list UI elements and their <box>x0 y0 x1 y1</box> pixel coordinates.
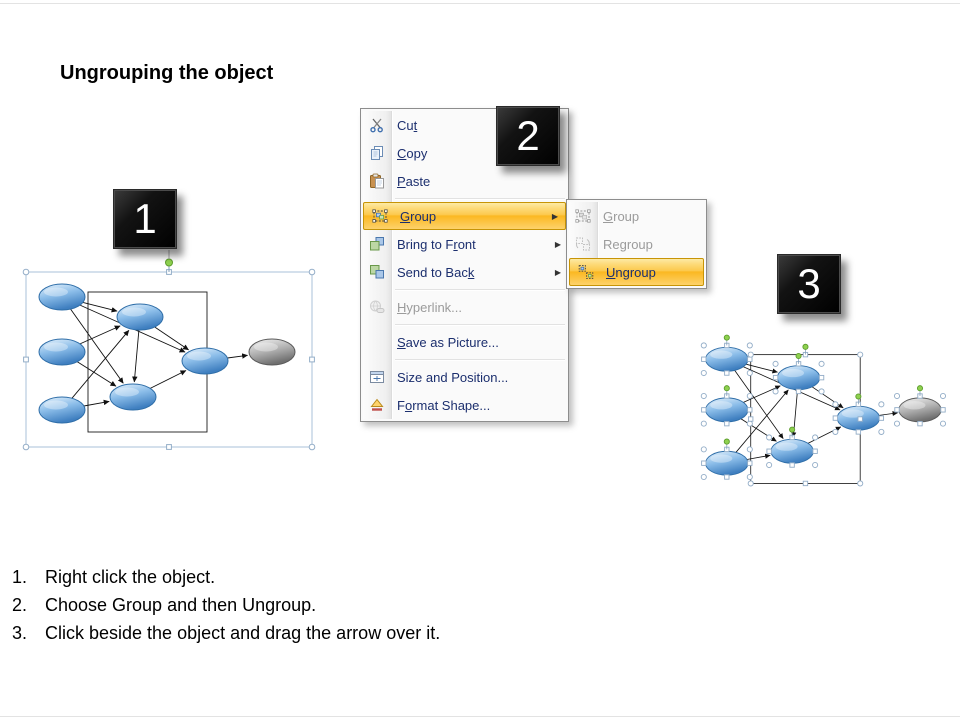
menu-separator <box>395 198 565 199</box>
format-shape-icon <box>366 397 388 413</box>
menu-item-group[interactable]: Group ▶ <box>363 202 566 230</box>
no-icon <box>366 334 388 350</box>
hyperlink-icon <box>366 299 388 315</box>
menu-item-regroup[interactable]: Regroup <box>567 230 706 258</box>
menu-item-hyperlink[interactable]: Hyperlink... <box>361 293 568 321</box>
menu-item-cut[interactable]: Cut <box>361 111 568 139</box>
instruction-list: 1. Right click the object. 2. Choose Group … <box>12 566 440 650</box>
instruction-text: Choose Group and then Ungroup. <box>45 595 317 615</box>
size-position-icon <box>366 369 388 385</box>
instruction-text: Click beside the object and drag the arr… <box>45 623 441 643</box>
submenu-arrow-icon: ▶ <box>551 211 558 221</box>
menu-item-label: Regroup <box>603 236 653 252</box>
menu-item-label: Bring to Front <box>397 236 476 252</box>
instruction-number: 2. <box>12 595 28 615</box>
menu-item-format-shape[interactable]: Format Shape... <box>361 391 568 419</box>
ungrouped-object-diagram[interactable] <box>690 316 960 516</box>
menu-item-label: Send to Back <box>397 264 475 280</box>
menu-item-copy[interactable]: Copy <box>361 139 568 167</box>
menu-separator <box>395 359 565 360</box>
submenu-arrow-icon: ▶ <box>554 239 561 249</box>
menu-item-size-and-position[interactable]: Size and Position... <box>361 363 568 391</box>
menu-item-group[interactable]: Group <box>567 202 706 230</box>
instruction-1: 1. Right click the object. <box>12 566 440 588</box>
menu-item-label: Group <box>400 208 437 224</box>
step-2-badge: 2 <box>496 106 560 166</box>
instruction-3: 3. Click beside the object and drag the a… <box>12 622 440 644</box>
instruction-number: 1. <box>12 567 28 587</box>
bring-to-front-icon <box>366 236 388 252</box>
menu-item-label: Copy <box>397 145 428 161</box>
group-icon <box>369 208 391 224</box>
menu-item-paste[interactable]: Paste <box>361 167 568 195</box>
submenu-arrow-icon: ▶ <box>554 267 561 277</box>
step-3-badge: 3 <box>777 254 841 314</box>
step-1-badge: 1 <box>113 189 177 249</box>
menu-item-label: Ungroup <box>606 264 656 280</box>
menu-item-label: Save as Picture... <box>397 334 499 350</box>
menu-item-ungroup[interactable]: Ungroup <box>569 258 704 286</box>
menu-item-label: Paste <box>397 173 431 189</box>
send-to-back-icon <box>366 264 388 280</box>
ungroup-icon <box>575 264 597 280</box>
instruction-2: 2. Choose Group and then Ungroup. <box>12 594 440 616</box>
menu-item-send-to-back[interactable]: Send to Back ▶ <box>361 258 568 286</box>
paste-icon <box>366 173 388 189</box>
copy-icon <box>366 145 388 161</box>
group-icon <box>572 208 594 224</box>
scissors-icon <box>366 117 388 133</box>
menu-item-label: Size and Position... <box>397 369 509 385</box>
menu-separator <box>395 289 565 290</box>
regroup-icon <box>572 236 594 252</box>
menu-separator <box>395 324 565 325</box>
menu-item-label: Hyperlink... <box>397 299 463 315</box>
instruction-number: 3. <box>12 623 28 643</box>
grouped-object-diagram[interactable] <box>22 250 322 455</box>
menu-item-label: Group <box>603 208 640 224</box>
slide-title: Ungrouping the object <box>60 62 274 84</box>
slide-border-top <box>0 3 960 4</box>
slide-border-bottom <box>0 716 960 717</box>
menu-item-label: Format Shape... <box>397 397 491 413</box>
menu-item-save-as-picture[interactable]: Save as Picture... <box>361 328 568 356</box>
instruction-text: Right click the object. <box>45 567 216 587</box>
menu-item-label: Cut <box>397 117 418 133</box>
menu-item-bring-to-front[interactable]: Bring to Front ▶ <box>361 230 568 258</box>
